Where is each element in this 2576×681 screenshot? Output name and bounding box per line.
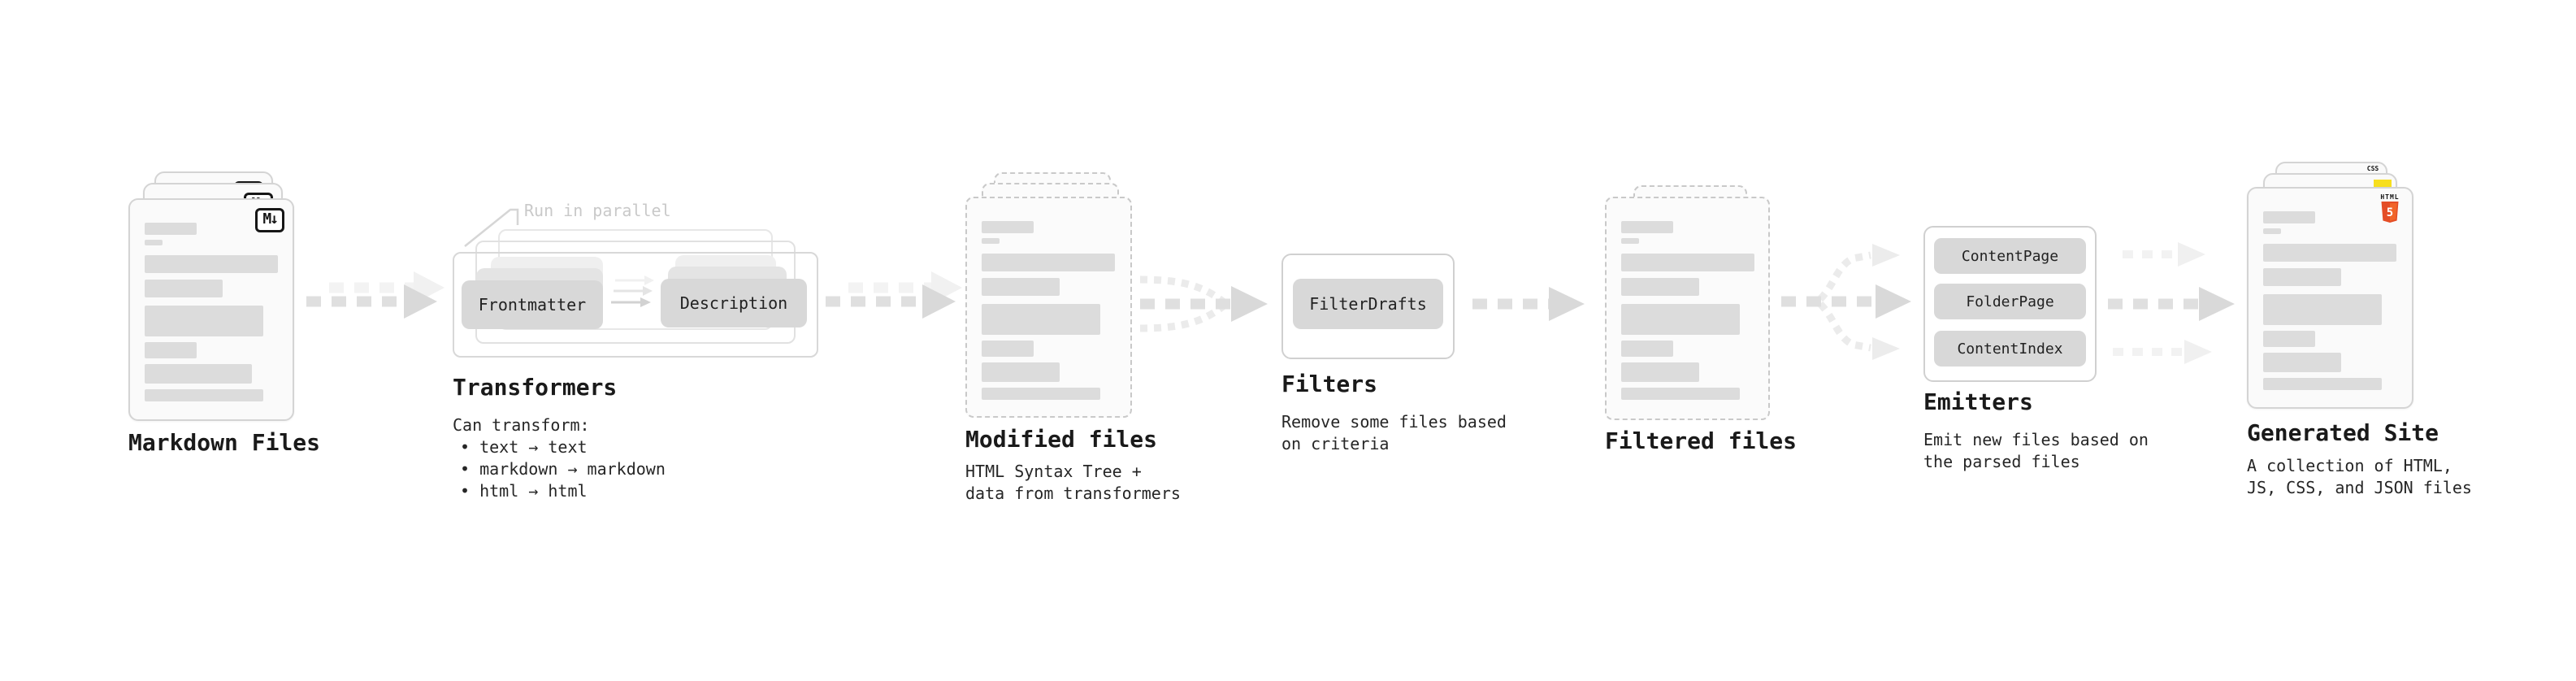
emitter-folderpage: FolderPage <box>1934 284 2086 319</box>
caption-line: HTML Syntax Tree + <box>965 462 1142 481</box>
generated-file-html: HTML 5 <box>2247 187 2413 409</box>
svg-text:5: 5 <box>2387 206 2393 219</box>
caption-line: data from transformers <box>965 484 1181 503</box>
transformers-label: Transformers <box>453 374 618 401</box>
arrow-markdown-to-transformers <box>306 271 445 319</box>
html5-icon: HTML 5 <box>2380 194 2400 227</box>
html5-icon-text: HTML <box>2380 193 2400 201</box>
transformers-bullets: • text → text • markdown → markdown • ht… <box>460 436 666 502</box>
emitters-caption: Emit new files based on the parsed files <box>1923 429 2149 473</box>
markdown-file-front: M↓ <box>128 198 294 421</box>
filterdrafts-item: FilterDrafts <box>1293 279 1443 329</box>
transformers-caption-title: Can transform: <box>453 415 590 435</box>
filters-label: Filters <box>1281 371 1378 397</box>
arrow-filtered-to-emitters-split <box>1781 244 1911 360</box>
caption-line: the parsed files <box>1923 452 2080 471</box>
arrow-modified-to-filters-merge <box>1139 275 1268 332</box>
frontmatter-step: Frontmatter <box>462 280 603 329</box>
doc-content-bars <box>145 223 278 401</box>
doc-content-bars <box>1621 221 1754 400</box>
emitters-label: Emitters <box>1923 388 2033 415</box>
html5-shield: 5 <box>2381 202 2399 223</box>
caption-line: on criteria <box>1281 434 1390 453</box>
emitter-contentindex: ContentIndex <box>1934 331 2086 367</box>
transformers-box-front <box>453 252 818 358</box>
generated-site-label: Generated Site <box>2247 419 2439 446</box>
filtered-file-front <box>1605 197 1770 420</box>
css-icon-text: CSS <box>2366 165 2379 172</box>
modified-files-caption: HTML Syntax Tree + data from transformer… <box>965 461 1181 505</box>
description-step: Description <box>661 279 807 327</box>
caption-line: Remove some files based <box>1281 412 1507 432</box>
markdown-icon: M↓ <box>255 208 284 232</box>
transform-bullet: • text → text <box>460 437 588 457</box>
run-in-parallel-annotation: Run in parallel <box>524 201 671 220</box>
transform-bullet: • html → html <box>460 481 588 501</box>
caption-line: A collection of HTML, <box>2247 456 2452 475</box>
arrow-filters-to-filtered <box>1472 287 1585 321</box>
arrows-emitters-to-generated <box>2108 242 2235 364</box>
markdown-files-label: Markdown Files <box>128 429 321 456</box>
arrow-transformers-to-modified <box>826 271 962 319</box>
caption-line: JS, CSS, and JSON files <box>2247 478 2472 497</box>
js-icon <box>2374 180 2392 187</box>
transform-bullet: • markdown → markdown <box>460 459 666 479</box>
emitter-contentpage: ContentPage <box>1934 238 2086 274</box>
caption-line: Emit new files based on <box>1923 430 2149 449</box>
filters-caption: Remove some files based on criteria <box>1281 411 1507 455</box>
filtered-files-label: Filtered files <box>1605 427 1798 454</box>
generated-site-caption: A collection of HTML, JS, CSS, and JSON … <box>2247 455 2472 499</box>
modified-files-label: Modified files <box>965 426 1158 453</box>
doc-content-bars <box>2263 211 2396 390</box>
modified-file-front <box>965 197 1132 418</box>
doc-content-bars <box>982 221 1115 400</box>
